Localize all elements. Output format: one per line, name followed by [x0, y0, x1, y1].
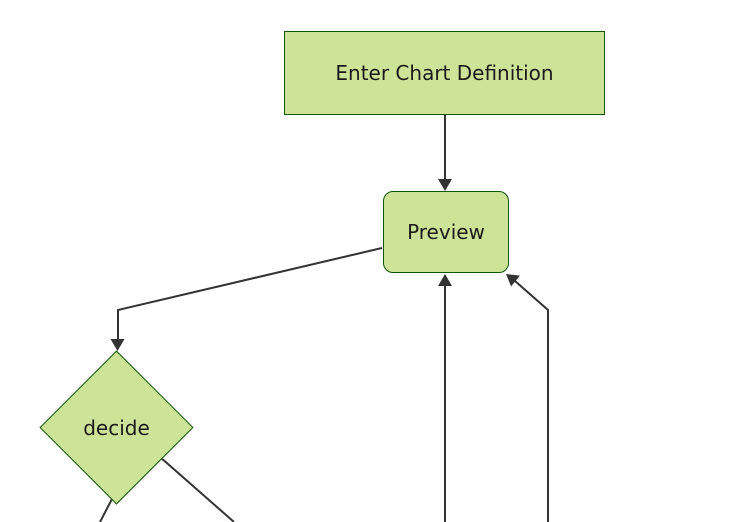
arrowhead-up-left-icon [506, 274, 520, 287]
arrowhead-up-icon [438, 274, 452, 286]
arrowhead-down-icon [110, 339, 125, 351]
edge-line [159, 456, 235, 522]
edge-decide-offscreen-left [99, 498, 113, 522]
node-preview: Preview [383, 191, 509, 273]
edge-decide-offscreen-right [159, 456, 235, 522]
node-label: Enter Chart Definition [335, 61, 554, 85]
edge-line [99, 498, 113, 522]
edge-enter-to-preview [438, 114, 452, 191]
edge-line [514, 280, 549, 522]
edge-line [117, 247, 383, 341]
node-label: Preview [407, 220, 485, 244]
arrowhead-down-icon [438, 179, 452, 191]
node-enter-chart-definition: Enter Chart Definition [284, 31, 605, 115]
node-label: decide [83, 416, 150, 440]
edge-preview-to-decide [110, 247, 383, 351]
edge-offscreen-right-to-preview [506, 274, 549, 522]
edge-offscreen-to-preview [438, 274, 452, 522]
